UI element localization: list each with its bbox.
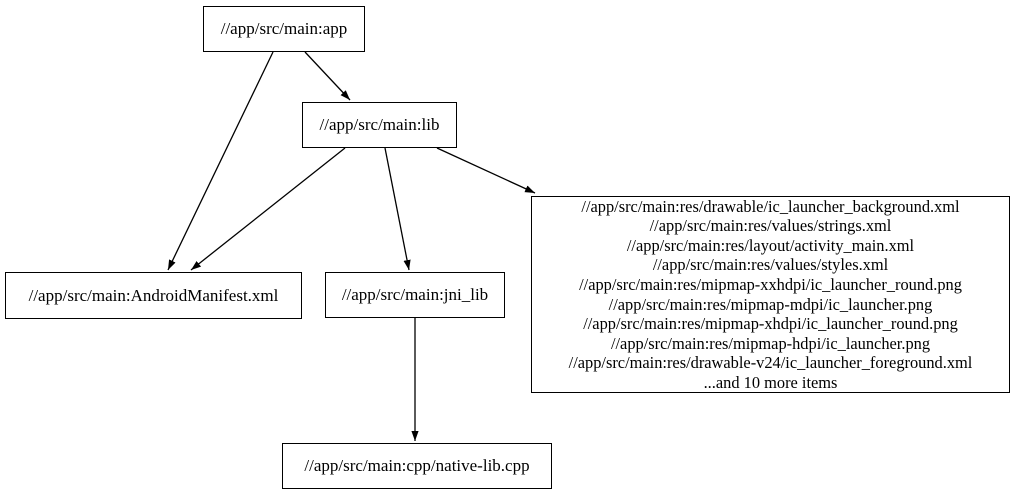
node-jni-lib: //app/src/main:jni_lib	[325, 272, 505, 318]
node-native-lib-cpp-label: //app/src/main:cpp/native-lib.cpp	[304, 456, 530, 475]
res-file-line: //app/src/main:res/values/styles.xml	[652, 255, 889, 275]
node-app: //app/src/main:app	[203, 6, 365, 52]
res-file-line: //app/src/main:res/mipmap-mdpi/ic_launch…	[608, 294, 933, 314]
edge-lib-to-jni-lib	[384, 147, 411, 271]
edge-app-to-android-manifest	[167, 51, 274, 271]
res-file-line: //app/src/main:res/drawable-v24/ic_launc…	[568, 353, 973, 373]
node-app-label: //app/src/main:app	[220, 19, 348, 38]
node-res-files: //app/src/main:res/drawable/ic_launcher_…	[531, 196, 1010, 393]
node-jni-lib-label: //app/src/main:jni_lib	[341, 285, 489, 304]
node-native-lib-cpp: //app/src/main:cpp/native-lib.cpp	[282, 443, 552, 489]
node-lib: //app/src/main:lib	[302, 102, 457, 148]
res-file-line: //app/src/main:res/drawable/ic_launcher_…	[581, 196, 960, 216]
res-files-more-items: ...and 10 more items	[703, 372, 838, 392]
node-android-manifest: //app/src/main:AndroidManifest.xml	[5, 272, 302, 319]
node-android-manifest-label: //app/src/main:AndroidManifest.xml	[28, 285, 279, 305]
node-lib-label: //app/src/main:lib	[319, 115, 440, 134]
res-file-line: //app/src/main:res/values/strings.xml	[649, 216, 892, 236]
res-file-line: //app/src/main:res/mipmap-xhdpi/ic_launc…	[583, 314, 958, 334]
res-file-line: //app/src/main:res/mipmap-xxhdpi/ic_laun…	[579, 274, 962, 294]
res-file-line: //app/src/main:res/mipmap-hdpi/ic_launch…	[610, 333, 931, 353]
res-file-line: //app/src/main:res/layout/activity_main.…	[626, 235, 915, 255]
edge-lib-to-android-manifest	[190, 147, 346, 271]
edge-lib-to-res-files	[436, 147, 536, 194]
edge-app-to-lib	[304, 51, 351, 101]
